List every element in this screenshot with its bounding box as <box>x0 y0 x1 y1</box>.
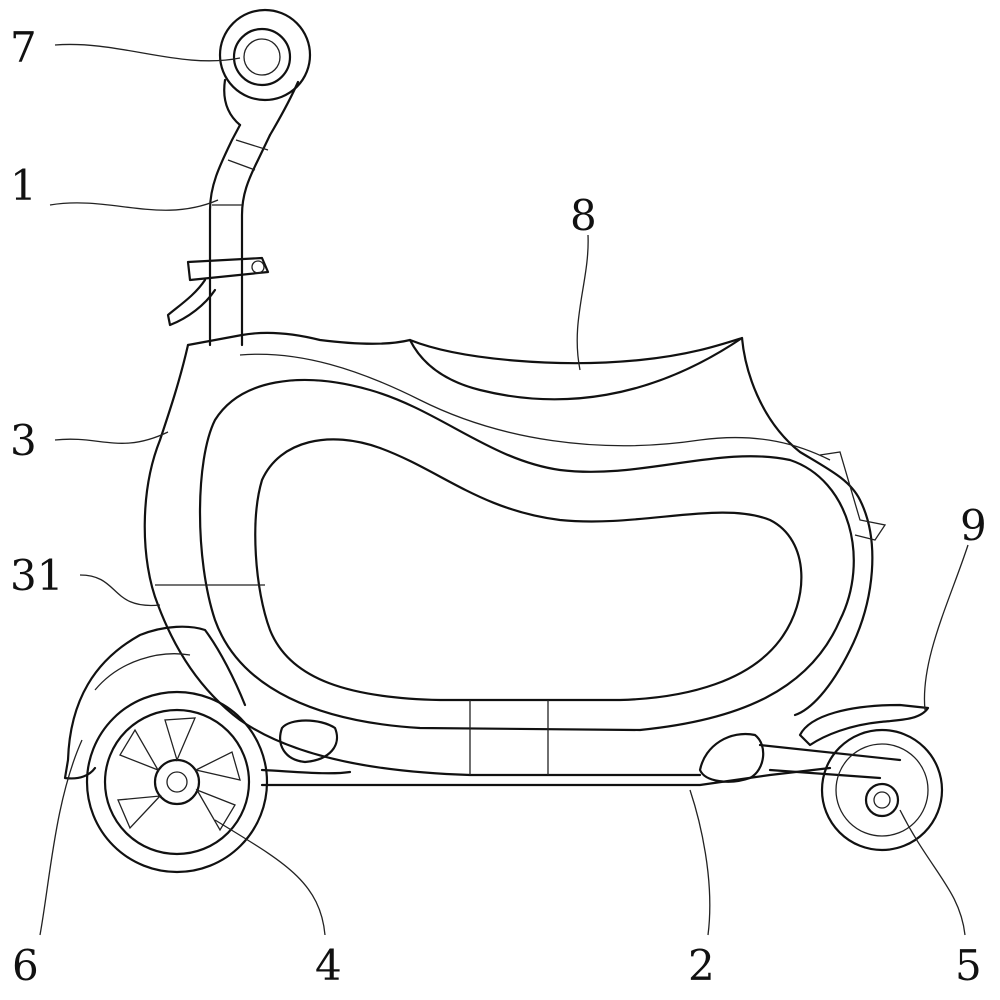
rear-fender <box>800 705 928 745</box>
label-1-stem: 1 <box>10 161 37 210</box>
body-shell <box>145 333 885 782</box>
handlebar-knob <box>220 10 310 135</box>
label-31-body-panel: 31 <box>10 551 63 600</box>
label-7-handlebar-knob: 7 <box>10 23 37 72</box>
front-wheel <box>87 692 267 872</box>
label-5-rear-wheel: 5 <box>955 941 982 990</box>
label-6-front-fender: 6 <box>12 941 39 990</box>
label-4-front-wheel: 4 <box>315 941 342 990</box>
label-8-seat: 8 <box>570 191 597 240</box>
rear-wheel <box>822 730 942 850</box>
leader-lines <box>40 44 968 935</box>
clamp-lever <box>168 258 268 325</box>
label-3-body: 3 <box>10 416 37 465</box>
stem <box>210 125 270 345</box>
label-2-deck: 2 <box>688 941 715 990</box>
label-9-rear-fender: 9 <box>960 501 987 550</box>
